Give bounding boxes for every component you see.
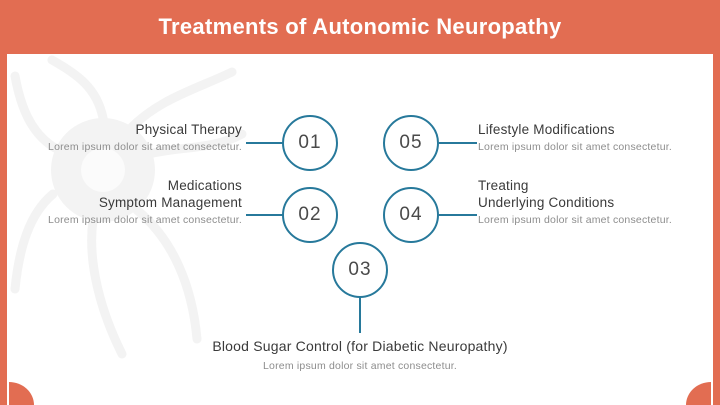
step-item-02: Medications Symptom Management Lorem ips…	[48, 177, 242, 227]
step-circle-05: 05	[383, 115, 439, 171]
step-number: 04	[399, 204, 423, 225]
header-bar: Treatments of Autonomic Neuropathy	[0, 0, 720, 54]
step-title: Blood Sugar Control (for Diabetic Neurop…	[212, 338, 508, 354]
slide-title: Treatments of Autonomic Neuropathy	[158, 14, 562, 39]
step-description: Lorem ipsum dolor sit amet consectetur.	[478, 214, 672, 226]
connector-01	[246, 142, 284, 144]
step-number: 01	[298, 132, 322, 153]
connector-05	[439, 142, 477, 144]
step-description: Lorem ipsum dolor sit amet consectetur.	[48, 214, 242, 226]
step-description: Lorem ipsum dolor sit amet consectetur.	[48, 141, 242, 153]
connector-02	[246, 214, 284, 216]
step-item-01: Physical Therapy Lorem ipsum dolor sit a…	[48, 121, 242, 154]
connector-04	[439, 214, 477, 216]
step-title: Physical Therapy	[135, 122, 242, 137]
step-item-03: Blood Sugar Control (for Diabetic Neurop…	[0, 338, 720, 373]
step-circle-04: 04	[383, 187, 439, 243]
step-title: Medications	[167, 178, 242, 193]
step-circle-01: 01	[282, 115, 338, 171]
step-title: Symptom Management	[98, 195, 242, 210]
step-number: 03	[348, 259, 372, 280]
step-item-05: Lifestyle Modifications Lorem ipsum dolo…	[478, 121, 672, 154]
connector-03	[359, 297, 361, 333]
step-title: Underlying Conditions	[478, 195, 615, 210]
step-title: Treating	[478, 178, 529, 193]
step-description: Lorem ipsum dolor sit amet consectetur.	[263, 360, 457, 372]
step-circle-02: 02	[282, 187, 338, 243]
step-number: 02	[298, 204, 322, 225]
step-circle-03: 03	[332, 242, 388, 298]
step-title: Lifestyle Modifications	[478, 122, 615, 137]
step-description: Lorem ipsum dolor sit amet consectetur.	[478, 141, 672, 153]
step-number: 05	[399, 132, 423, 153]
step-item-04: Treating Underlying Conditions Lorem ips…	[478, 177, 672, 227]
